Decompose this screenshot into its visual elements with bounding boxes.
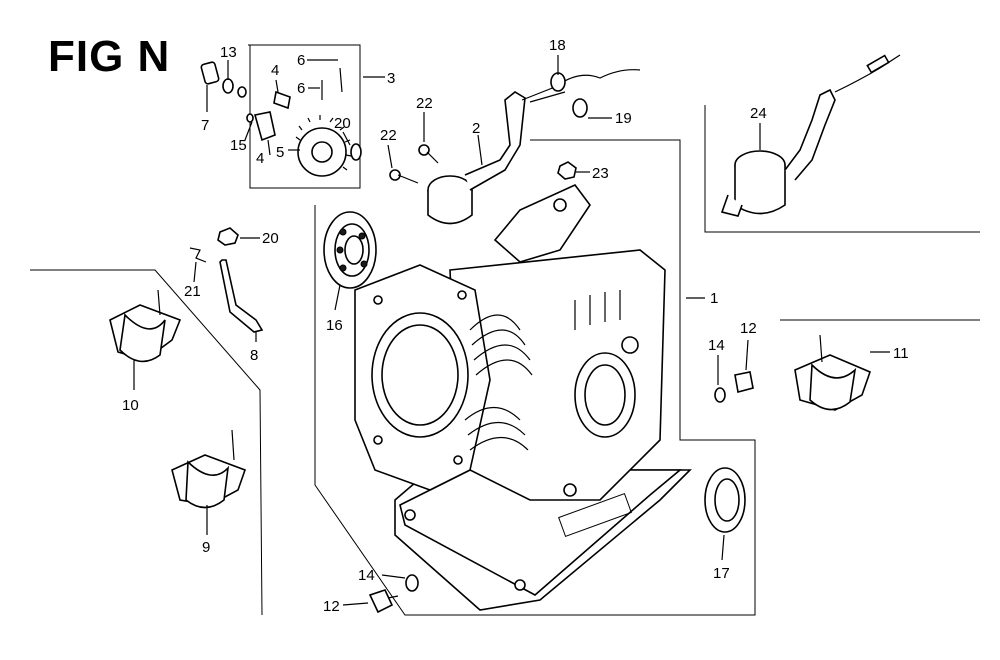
callout-23: 23 xyxy=(592,165,609,182)
callout-13: 13 xyxy=(220,44,237,61)
engine-mount-9 xyxy=(171,429,247,509)
callout-17: 17 xyxy=(713,565,730,582)
callout-3: 3 xyxy=(387,70,395,87)
engine-mount-11 xyxy=(794,334,872,411)
callout-9: 9 xyxy=(202,539,210,556)
crankcase xyxy=(354,184,692,611)
oil-pump-parts xyxy=(200,61,362,177)
callout-18: 18 xyxy=(549,37,566,54)
oil-level-switch xyxy=(389,84,566,225)
callout-4-upper: 4 xyxy=(271,62,279,79)
callout-20-upper: 20 xyxy=(334,115,351,132)
ball-bearing xyxy=(323,211,377,289)
callout-7: 7 xyxy=(201,117,209,134)
callout-12-bottom: 12 xyxy=(323,598,340,615)
callout-8: 8 xyxy=(250,347,258,364)
callout-16: 16 xyxy=(326,317,343,334)
callout-4-lower: 4 xyxy=(256,150,264,167)
callout-22-lower: 22 xyxy=(380,127,397,144)
callout-2: 2 xyxy=(472,120,480,137)
callout-24: 24 xyxy=(750,105,767,122)
callout-22-upper: 22 xyxy=(416,95,433,112)
callout-15: 15 xyxy=(230,137,247,154)
leader-lines xyxy=(133,55,890,606)
callout-14-right: 14 xyxy=(708,337,725,354)
oil-seal xyxy=(704,467,746,533)
figure-title: FIG N xyxy=(48,32,171,81)
callout-12-right: 12 xyxy=(740,320,757,337)
group-boundaries xyxy=(30,44,980,616)
callout-20-left: 20 xyxy=(262,230,279,247)
callout-5: 5 xyxy=(276,144,284,161)
callout-11: 11 xyxy=(893,345,909,362)
clip-and-tube xyxy=(189,247,264,333)
callout-21: 21 xyxy=(184,283,201,300)
callout-6-upper: 6 xyxy=(297,52,305,69)
callout-1: 1 xyxy=(710,290,718,307)
callout-labels: 1 2 3 4 4 5 6 6 7 8 9 10 11 12 12 13 14 … xyxy=(122,37,909,615)
engine-mount-10 xyxy=(109,289,182,363)
drain-bolts xyxy=(368,371,754,614)
ignition-coil xyxy=(720,54,901,217)
callout-14-bottom: 14 xyxy=(358,567,375,584)
wire-lead xyxy=(550,69,641,118)
callout-6-lower: 6 xyxy=(297,80,305,97)
callout-19: 19 xyxy=(615,110,632,127)
callout-10: 10 xyxy=(122,397,139,414)
nuts xyxy=(217,161,577,246)
